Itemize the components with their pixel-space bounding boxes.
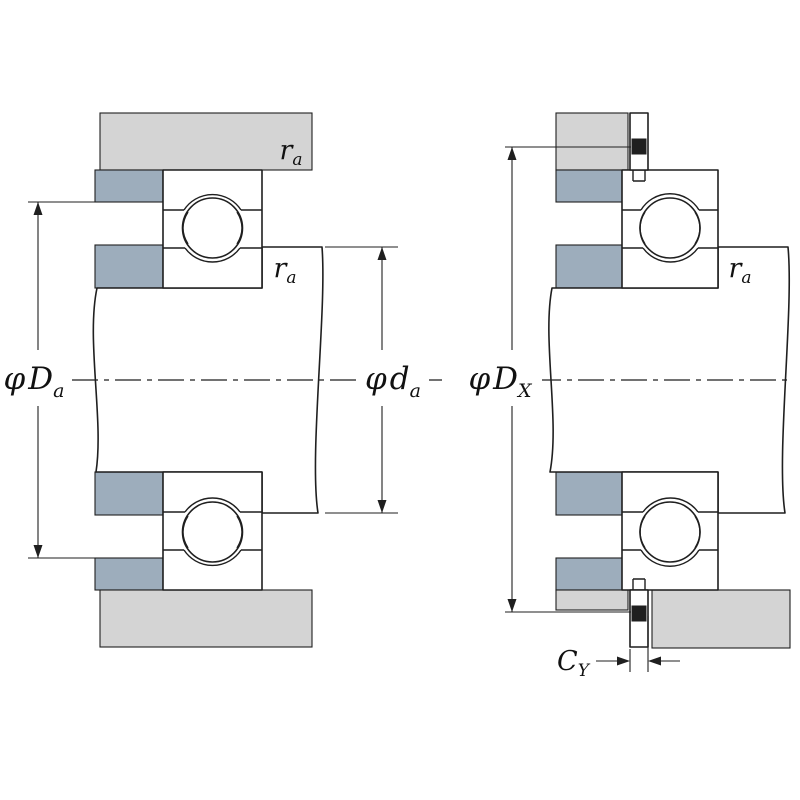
right-view: φDX CY ra xyxy=(460,112,793,681)
right-housing-shoulder-top-inner xyxy=(555,244,629,289)
bearing-ball xyxy=(181,501,244,563)
dim-label-phi-da: φda xyxy=(365,361,421,402)
label-backing xyxy=(357,356,429,400)
inner-raceway-arc xyxy=(642,497,699,513)
inner-raceway-arc xyxy=(184,497,241,513)
bearing-ball xyxy=(639,501,701,563)
right-housing-shoulder-bottom-inner xyxy=(555,471,629,516)
snap-ring-cross-section xyxy=(631,605,647,622)
right-bearing-bottom-section xyxy=(621,471,719,591)
dim-label-phi-DX: φDX xyxy=(468,361,533,402)
snap-ring-bottom xyxy=(629,578,649,648)
left-housing-shoulder-bottom-inner xyxy=(94,471,164,516)
outer-raceway-arc xyxy=(640,549,700,567)
arrow-up-icon xyxy=(33,202,43,215)
shaft-fillet-label: ra xyxy=(273,253,296,288)
label-backing xyxy=(460,356,542,400)
cage-marks xyxy=(182,211,243,245)
bearing-ball xyxy=(181,197,244,259)
left-bearing-bottom-section xyxy=(162,471,263,591)
dim-label-phi-Da: φDa xyxy=(4,361,65,402)
inner-raceway-arc xyxy=(184,247,241,263)
right-housing-top-block xyxy=(555,112,629,171)
left-housing-top-block xyxy=(99,112,313,171)
label-backing xyxy=(3,356,67,400)
arrow-up-icon xyxy=(507,147,517,160)
right-housing-shoulder-bottom-outer xyxy=(555,557,629,591)
extension-lines xyxy=(505,146,631,613)
left-view: φDa φda ra ra xyxy=(3,112,445,648)
left-dim-shaft-shoulder-diameter: φda xyxy=(325,246,429,514)
housing-fillet-label: ra xyxy=(279,135,302,170)
bearing-ball xyxy=(639,197,701,259)
shaft-fillet-label: ra xyxy=(728,253,751,288)
outer-raceway-arc xyxy=(640,193,700,211)
left-housing-shoulder-top-outer xyxy=(94,169,164,203)
cage-marks xyxy=(639,515,701,549)
right-dim-snap-ring-clearance: CY xyxy=(557,616,680,681)
right-dim-snap-ring-diameter: φDX xyxy=(460,146,631,613)
left-bearing-top-section xyxy=(162,169,263,289)
snap-ring-cross-section xyxy=(631,138,647,155)
arrow-up-icon xyxy=(377,247,387,260)
arrow-right-icon xyxy=(617,656,630,666)
cage-marks xyxy=(182,515,243,549)
left-dim-housing-shoulder-diameter: φDa xyxy=(3,201,95,559)
extension-lines xyxy=(28,201,95,559)
outer-raceway-arc xyxy=(183,193,242,211)
left-housing-shoulder-top-inner xyxy=(94,244,164,289)
outer-raceway-arc xyxy=(183,549,242,567)
arrow-down-icon xyxy=(33,545,43,558)
extension-lines xyxy=(629,616,649,672)
right-bearing-top-section xyxy=(621,169,719,289)
left-housing-bottom-block xyxy=(99,589,313,648)
dim-label-CY: CY xyxy=(557,646,591,681)
arrow-down-icon xyxy=(507,599,517,612)
extension-lines xyxy=(325,246,398,514)
right-housing-cover-block xyxy=(651,589,791,649)
snap-ring-groove xyxy=(632,170,646,182)
right-housing-shoulder-top-outer xyxy=(555,169,629,203)
bearing-ring-cross-section xyxy=(621,169,719,289)
left-housing-shoulder-bottom-outer xyxy=(94,557,164,591)
cage-marks xyxy=(639,211,701,245)
right-housing-bottom-block xyxy=(555,589,629,611)
arrow-down-icon xyxy=(377,500,387,513)
snap-ring-top xyxy=(629,112,649,182)
inner-raceway-arc xyxy=(642,247,699,263)
arrow-left-icon xyxy=(648,656,661,666)
snap-ring-groove xyxy=(632,578,646,590)
